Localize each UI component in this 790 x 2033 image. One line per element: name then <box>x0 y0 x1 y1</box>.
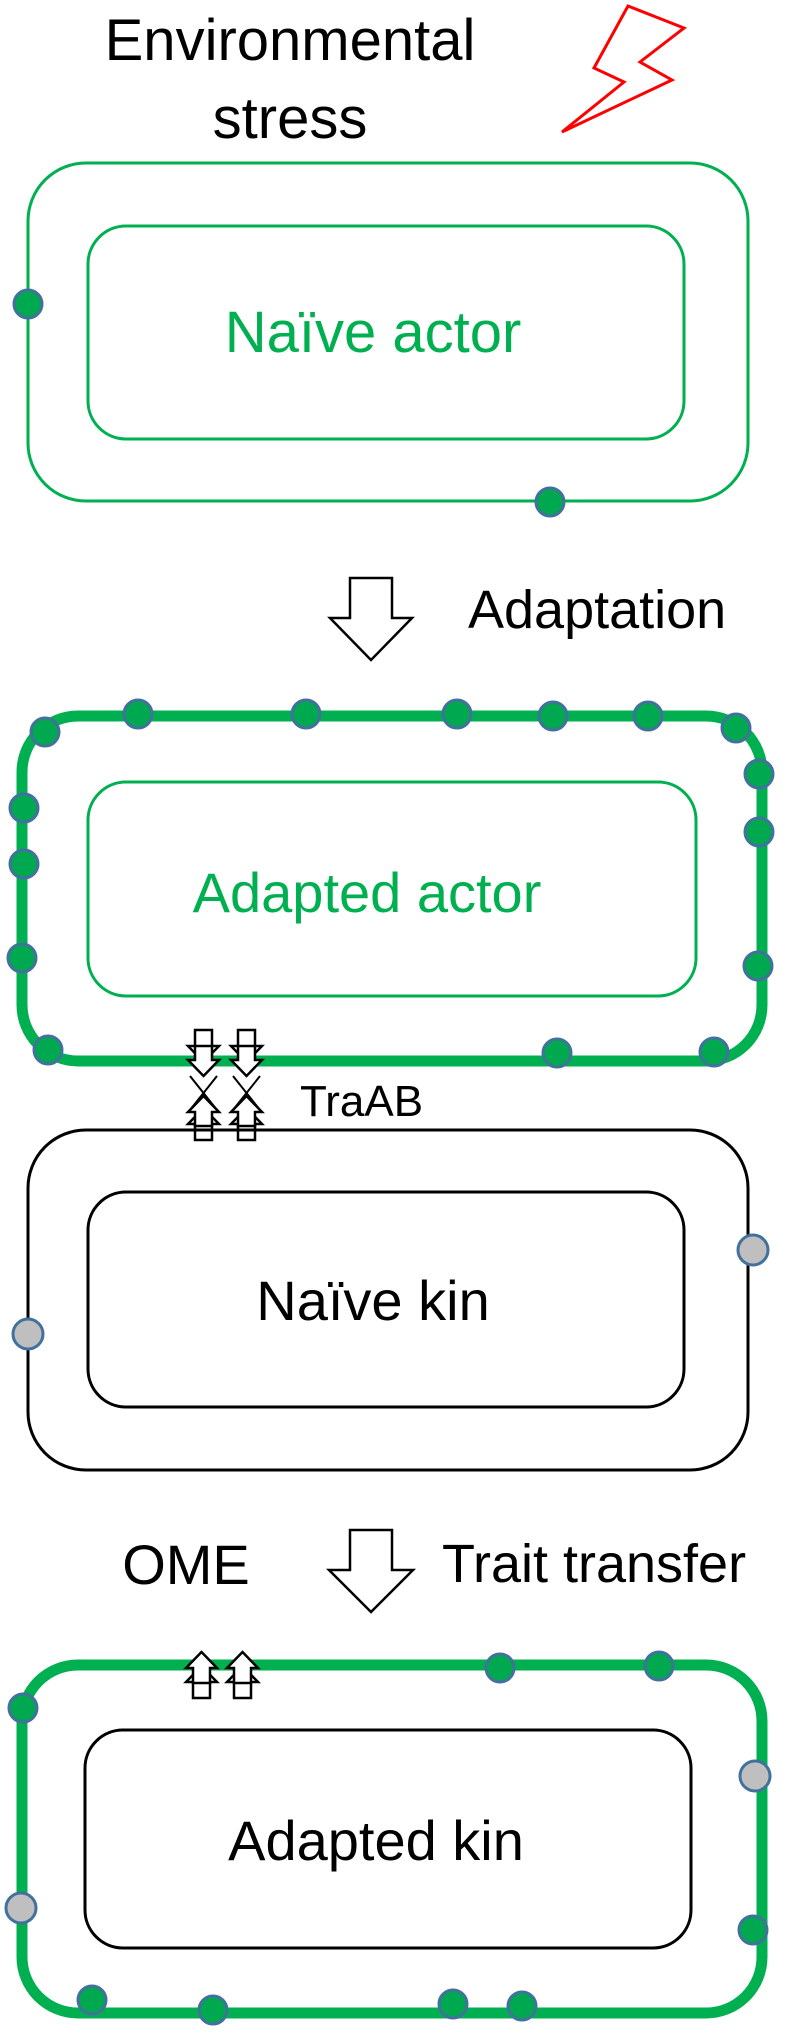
receptor-dot <box>122 698 154 730</box>
title-environmental: Environmental <box>105 8 476 73</box>
traab-down-arrow-icon <box>228 1044 265 1078</box>
receptor-dot <box>541 1037 573 1069</box>
lightning-icon <box>561 4 688 134</box>
naive-kin-label: Naïve kin <box>256 1269 489 1332</box>
receptor-dot <box>736 1233 770 1267</box>
receptor-dot <box>743 758 775 790</box>
ome-export <box>183 1650 261 1700</box>
receptor-dot <box>8 792 40 824</box>
traab-crossing-lines <box>189 1075 261 1111</box>
naive-actor-label: Naïve actor <box>225 300 522 365</box>
adapted-actor-inner-membrane <box>86 780 698 998</box>
receptor-dot <box>8 848 40 880</box>
traab-channel-line <box>232 1075 261 1111</box>
receptor-dot <box>698 1036 730 1068</box>
receptor-dot <box>197 1994 229 2026</box>
traab-channel-line <box>189 1075 218 1111</box>
ome-up-arrow-icon <box>224 1650 261 1685</box>
receptor-dot <box>6 942 38 974</box>
receptor-dot <box>720 712 752 744</box>
receptor-dot <box>506 1990 538 2022</box>
receptor-dot <box>441 698 473 730</box>
receptor-dot <box>737 1914 769 1946</box>
receptor-dot <box>738 1759 772 1793</box>
naive-actor-outer-membrane <box>26 161 750 503</box>
receptor-dot <box>29 716 61 748</box>
ome-up-arrow-icon <box>183 1650 220 1685</box>
receptor-dot <box>742 950 774 982</box>
adaptation-label: Adaptation <box>468 580 726 640</box>
receptor-dot <box>76 1984 108 2016</box>
receptor-dot <box>643 1650 675 1682</box>
receptor-dot <box>534 486 566 518</box>
ome-label: OME <box>122 1533 250 1596</box>
receptor-dot <box>537 700 569 732</box>
naive-actor-inner-membrane <box>86 224 686 441</box>
adaptation-arrow-icon <box>327 576 415 662</box>
receptor-dot <box>484 1652 516 1684</box>
receptor-dot <box>11 1317 45 1351</box>
receptor-dot <box>290 698 322 730</box>
traab-down-arrow-icon <box>185 1044 222 1078</box>
title-stress: stress <box>213 86 368 151</box>
receptor-dot <box>32 1034 64 1066</box>
receptor-dot <box>437 1988 469 2020</box>
naive-kin-inner-membrane <box>86 1190 686 1409</box>
adapted-actor-label: Adapted actor <box>193 861 542 924</box>
adapted-kin-outer-membrane <box>16 1659 768 2019</box>
receptor-dot <box>7 1692 39 1724</box>
traab-channel <box>185 1028 265 1142</box>
traab-label: TraAB <box>300 1077 423 1126</box>
adapted-kin-inner-membrane <box>83 1728 693 1950</box>
naive-kin-outer-membrane <box>26 1128 750 1472</box>
receptor-dot <box>4 1891 38 1925</box>
adapted-kin-label: Adapted kin <box>228 1809 524 1872</box>
receptor-dot <box>12 288 44 320</box>
receptor-dot <box>632 700 664 732</box>
adapted-actor-outer-membrane <box>16 710 768 1067</box>
receptor-dot <box>743 816 775 848</box>
trait-transfer-arrow-icon <box>325 1528 417 1614</box>
trait-transfer-label: Trait transfer <box>442 1534 746 1594</box>
